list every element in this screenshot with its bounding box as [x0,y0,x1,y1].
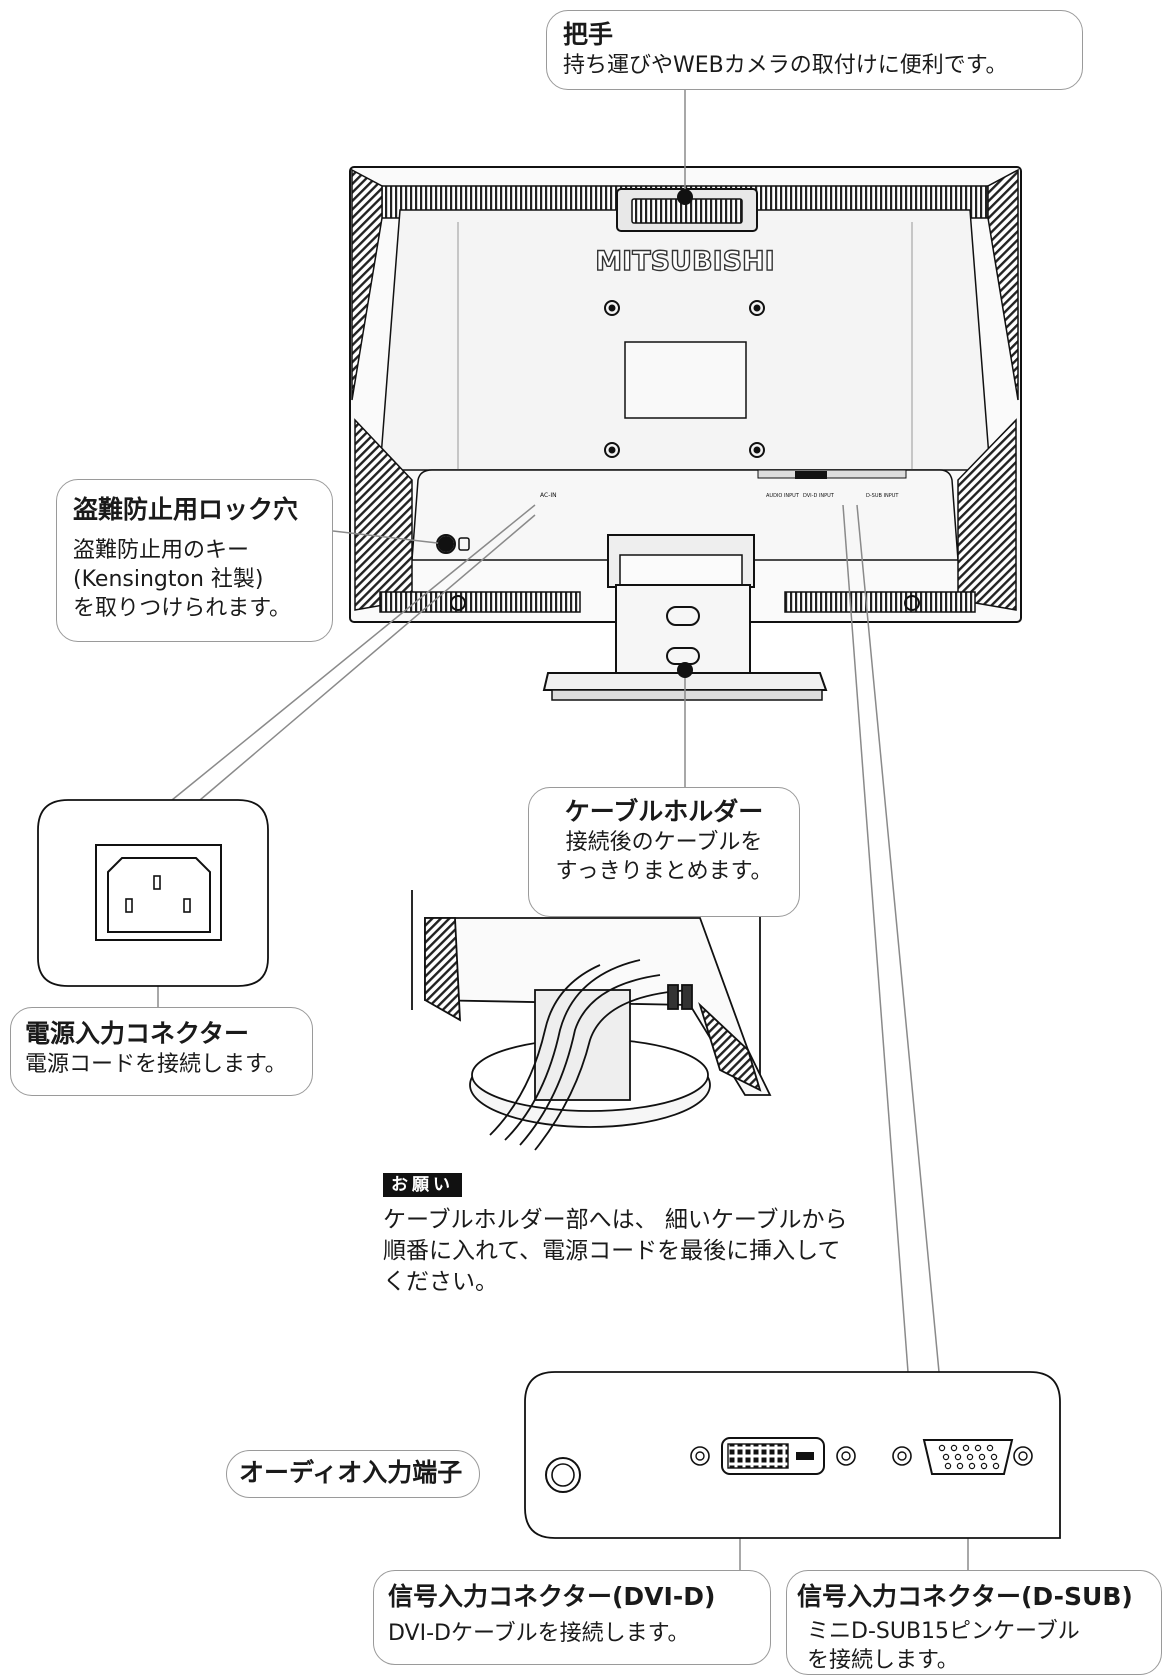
monitor-rear [349,166,1022,701]
dvi-connector-description: DVI-Dケーブルを接続します。 [388,1621,690,1646]
dvi-connector-callout: 信号入力コネクター(DVI-D) DVI-Dケーブルを接続します。 [373,1570,771,1665]
power-connector-title: 電源入力コネクター [25,1019,250,1048]
lock-hole-line-2: (Kensington 社製) [73,567,264,592]
note-badge: お願い [383,1173,462,1197]
brand-logo: MITSUBISHI [595,246,774,277]
dvi-port-label: DVI-D INPUT [803,493,835,499]
note-line-1: ケーブルホルダー部へは、 細いケーブルから [383,1207,848,1233]
ac-in-port-label: AC-IN [540,492,557,499]
power-connector-callout: 電源入力コネクター 電源コードを接続します。 [10,1007,313,1096]
audio-port-label: AUDIO INPUT [766,493,800,499]
audio-input-callout: オーディオ入力端子 [226,1450,480,1498]
dsub-connector-callout: 信号入力コネクター(D-SUB) ミニD-SUB15ピンケーブル を接続します。 [786,1570,1162,1675]
note-text: ケーブルホルダー部へは、 細いケーブルから 順番に入れて、電源コードを最後に挿入… [383,1205,848,1298]
cable-holder-title: ケーブルホルダー [564,797,764,826]
handle-callout: 把手 持ち運びやWEBカメラの取付けに便利です。 [546,10,1083,90]
dsub-connector-line-1: ミニD-SUB15ピンケーブル [807,1619,1080,1644]
handle-title: 把手 [563,20,614,49]
cable-holder-callout: ケーブルホルダー 接続後のケーブルを すっきりまとめます。 [528,787,800,917]
cable-illustration [411,890,772,1151]
cable-holder-line-2: すっきりまとめます。 [555,859,773,884]
port-zoom [524,1371,1061,1539]
handle-description: 持ち運びやWEBカメラの取付けに便利です。 [563,53,1008,78]
lock-hole-line-3: を取りつけられます。 [73,596,292,621]
dsub-connector-title: 信号入力コネクター(D-SUB) [797,1582,1133,1611]
audio-input-title: オーディオ入力端子 [239,1458,463,1487]
dvi-connector-title: 信号入力コネクター(DVI-D) [388,1582,716,1611]
note-line-2: 順番に入れて、電源コードを最後に挿入して [383,1238,841,1264]
lock-hole-title: 盗難防止用ロック穴 [73,495,299,524]
leader-lines [157,90,969,1570]
power-zoom [37,799,269,987]
dsub-port-label: D-SUB INPUT [866,493,899,499]
note-line-3: ください。 [383,1269,498,1295]
power-connector-description: 電源コードを接続します。 [25,1052,287,1077]
dsub-connector-line-2: を接続します。 [807,1648,959,1673]
lock-hole-line-1: 盗難防止用のキー [73,538,250,563]
cable-holder-line-1: 接続後のケーブルを [565,830,763,855]
lock-hole-callout: 盗難防止用ロック穴 盗難防止用のキー (Kensington 社製) を取りつけ… [56,479,333,642]
